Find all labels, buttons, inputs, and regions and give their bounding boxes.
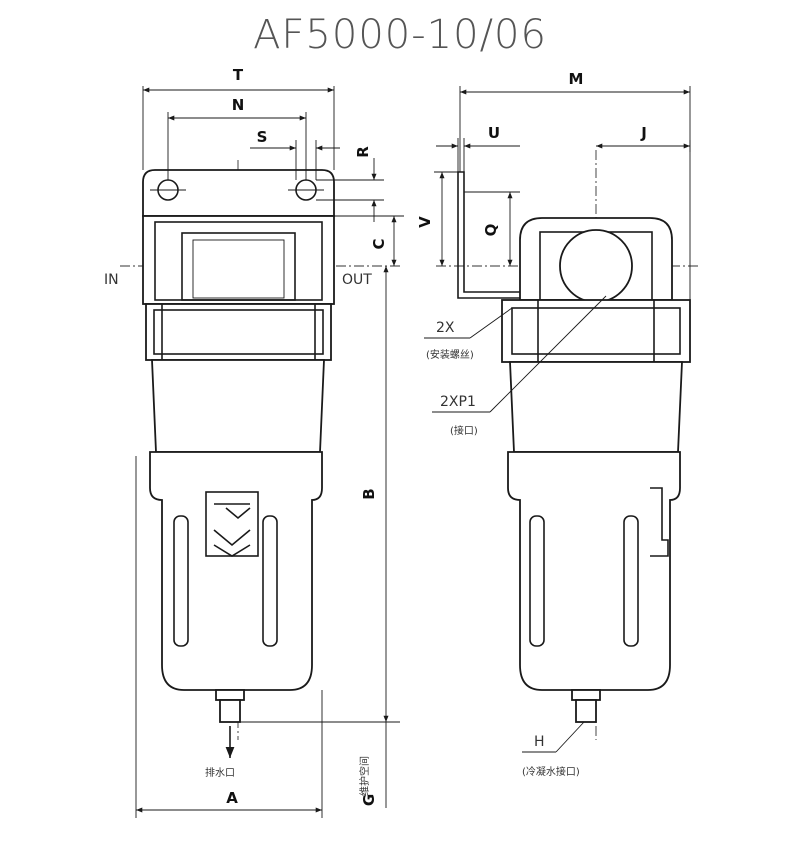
side-upper-bowl (509, 361, 683, 453)
bowl-slot-right (262, 515, 278, 647)
leader-port (489, 295, 607, 413)
front-view: IN OUT 排水口 T N S R C B (104, 66, 404, 818)
side-drain-nut (571, 689, 601, 701)
dim-H: H (534, 734, 545, 750)
leader-mount-screw (469, 307, 513, 339)
mounting-bracket (142, 169, 335, 217)
upper-bowl (151, 359, 325, 453)
drawing-title: AF5000-10/06 (253, 12, 547, 58)
head-body (142, 215, 335, 305)
port-window (181, 232, 296, 301)
dim-T: T (233, 66, 244, 84)
dim-Q: Q (482, 224, 500, 237)
dim-N: N (232, 96, 245, 114)
side-port-circle (559, 229, 633, 303)
port-label: 2XP1 (440, 394, 476, 410)
drain-label: 排水口 (205, 766, 235, 779)
condensate-label: (冷凝水接口) (522, 765, 580, 778)
dim-A: A (226, 789, 238, 807)
dim-C: C (370, 238, 388, 249)
in-port-label: IN (104, 272, 119, 288)
side-bowl-lock (650, 487, 669, 557)
drain-port (219, 699, 241, 723)
port-cn-label: (接口) (450, 424, 478, 437)
dim-R: R (354, 146, 372, 158)
side-lower-bowl (507, 451, 681, 691)
dim-M: M (569, 70, 584, 88)
leader-condensate (555, 721, 585, 753)
dim-S: S (257, 128, 268, 146)
side-collar (501, 299, 691, 363)
bowl-collar (145, 303, 332, 361)
maintenance-label: 维护空间 (358, 756, 371, 796)
lower-bowl (149, 451, 323, 691)
dim-J: J (640, 124, 647, 142)
mount-screw-label: 2X (436, 320, 455, 336)
out-port-label: OUT (342, 272, 372, 288)
drain-nut (215, 689, 245, 701)
dim-G: G (360, 794, 378, 806)
mount-screw-cn-label: (安装螺丝) (426, 348, 474, 361)
side-view: M U J V Q 2X (安装螺丝) 2XP1 (接口) H (冷凝水接口) (416, 70, 700, 778)
side-drain-port (575, 699, 597, 723)
dim-V: V (416, 216, 434, 228)
dim-U: U (488, 124, 500, 142)
side-bowl-slot-left (529, 515, 545, 647)
bowl-slot-left (173, 515, 189, 647)
side-bowl-slot-right (623, 515, 639, 647)
dim-B: B (360, 488, 378, 499)
